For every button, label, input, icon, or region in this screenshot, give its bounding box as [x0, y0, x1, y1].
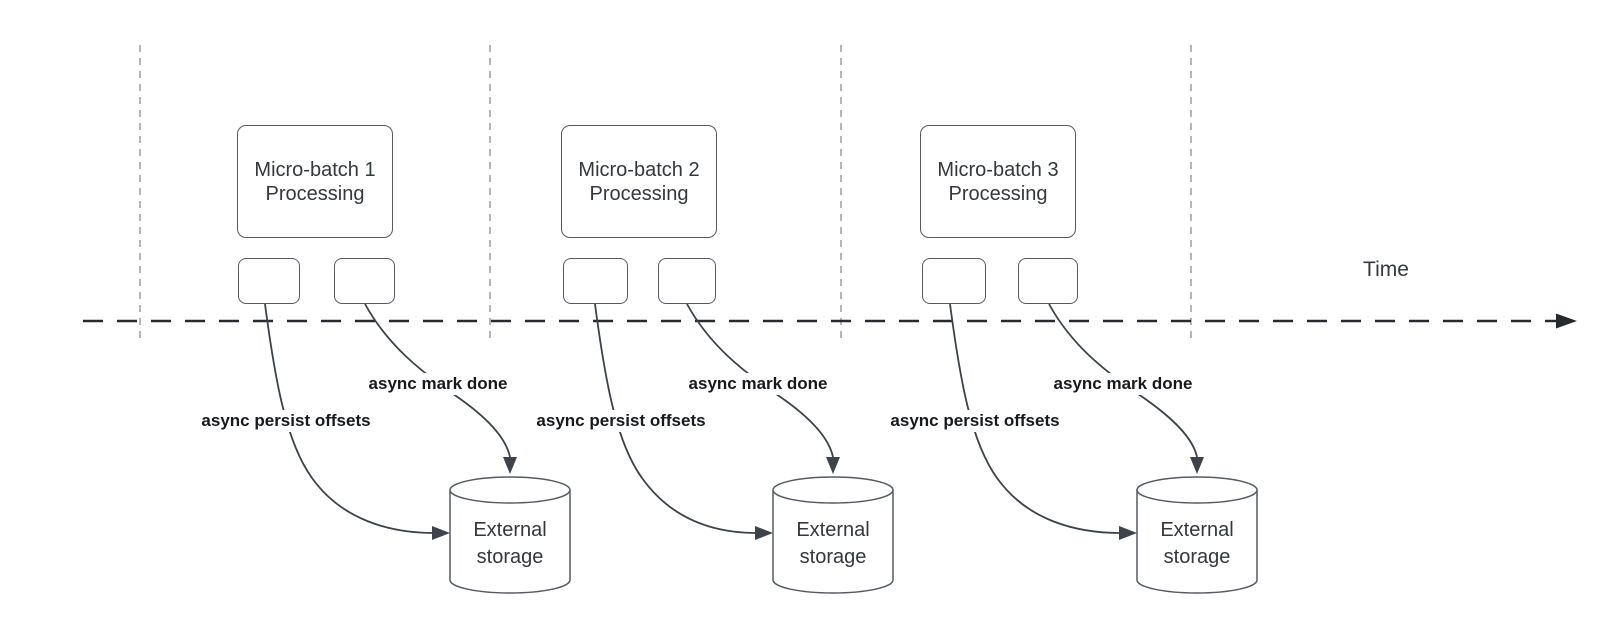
- task-box-2-right: [658, 258, 716, 304]
- external-storage-label-2: External storage: [773, 517, 893, 571]
- micro-batch-2-title-line2: Processing: [589, 182, 689, 205]
- time-axis-arrowhead-icon: [1556, 313, 1577, 329]
- persist-offsets-arrowhead-icon-1: [432, 526, 450, 540]
- task-box-2-left: [563, 258, 628, 304]
- external-storage-cylinder-2-body: [772, 490, 894, 594]
- persist-offsets-label-3: async persist offsets: [887, 410, 1063, 432]
- external-storage-cylinder-3-body: [1136, 490, 1258, 594]
- persist-offsets-arrowhead-icon-2: [755, 526, 773, 540]
- external-storage-label-3-line1: External: [1160, 519, 1234, 541]
- external-storage-cylinder-3-top: [1136, 476, 1258, 504]
- micro-batch-3-title-line2: Processing: [948, 182, 1048, 205]
- external-storage-label-3: External storage: [1137, 517, 1257, 571]
- external-storage-label-1-line2: storage: [476, 546, 544, 568]
- mark-done-arrowhead-icon-1: [503, 457, 517, 474]
- persist-offsets-label-1: async persist offsets: [198, 410, 374, 432]
- task-box-1-right: [334, 258, 395, 304]
- mark-done-curve-3: [1048, 303, 1198, 458]
- mark-done-curve-1: [364, 303, 511, 458]
- external-storage-cylinder-1-body: [449, 490, 571, 594]
- persist-offsets-label-2: async persist offsets: [533, 410, 709, 432]
- micro-batch-2-title-line1: Micro-batch 2: [578, 158, 700, 181]
- mark-done-label-2: async mark done: [685, 373, 831, 395]
- external-storage-label-1: External storage: [450, 517, 570, 571]
- time-axis-label: Time: [1363, 258, 1409, 281]
- persist-offsets-arrowhead-icon-3: [1119, 526, 1137, 540]
- micro-batch-1-title-line2: Processing: [265, 182, 365, 205]
- external-storage-label-1-line1: External: [473, 519, 547, 541]
- persist-offsets-curve-2: [594, 303, 758, 534]
- micro-batch-1-title-line1: Micro-batch 1: [254, 158, 376, 181]
- external-storage-cylinder-1-top: [449, 476, 571, 504]
- external-storage-label-2-line1: External: [796, 519, 870, 541]
- mark-done-arrowhead-icon-2: [826, 457, 840, 474]
- task-box-3-left: [922, 258, 986, 304]
- external-storage-label-3-line2: storage: [1163, 546, 1231, 568]
- mark-done-curve-2: [686, 303, 834, 458]
- micro-batch-3-title-line1: Micro-batch 3: [937, 158, 1059, 181]
- mark-done-label-3: async mark done: [1050, 373, 1196, 395]
- task-box-1-left: [238, 258, 300, 304]
- micro-batch-2-processing-box: Micro-batch 2 Processing: [561, 125, 717, 238]
- micro-batch-1-processing-box: Micro-batch 1 Processing: [237, 125, 393, 238]
- mark-done-label-1: async mark done: [365, 373, 511, 395]
- micro-batch-3-processing-box: Micro-batch 3 Processing: [920, 125, 1076, 238]
- external-storage-label-2-line2: storage: [799, 546, 867, 568]
- mark-done-arrowhead-icon-3: [1190, 457, 1204, 474]
- task-box-3-right: [1018, 258, 1078, 304]
- external-storage-cylinder-2-top: [772, 476, 894, 504]
- persist-offsets-curve-1: [264, 303, 435, 534]
- persist-offsets-curve-3: [949, 303, 1122, 534]
